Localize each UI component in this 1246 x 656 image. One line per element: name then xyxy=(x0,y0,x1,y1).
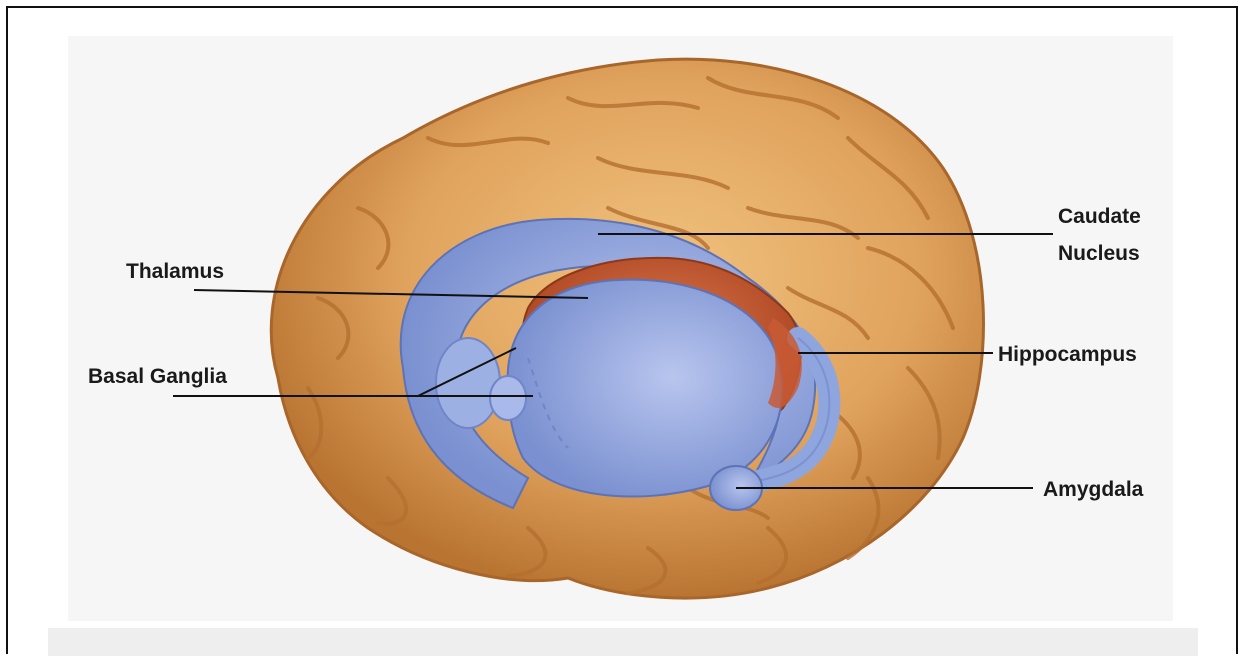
amygdala-label: Amygdala xyxy=(1043,478,1144,501)
thalamus-label: Thalamus xyxy=(126,260,224,283)
figure-frame: Caudate Nucleus Thalamus Hippocampus Bas… xyxy=(6,6,1238,654)
ventricle-body xyxy=(508,280,783,497)
caption-bar xyxy=(48,628,1198,656)
caudate-nucleus-label-line1: Caudate xyxy=(1058,205,1141,228)
brain-diagram: Caudate Nucleus Thalamus Hippocampus Bas… xyxy=(8,8,1240,648)
basal-ganglia-label: Basal Ganglia xyxy=(88,365,227,388)
hippocampus-label: Hippocampus xyxy=(998,343,1137,366)
caudate-nucleus-label-line2: Nucleus xyxy=(1058,242,1140,265)
